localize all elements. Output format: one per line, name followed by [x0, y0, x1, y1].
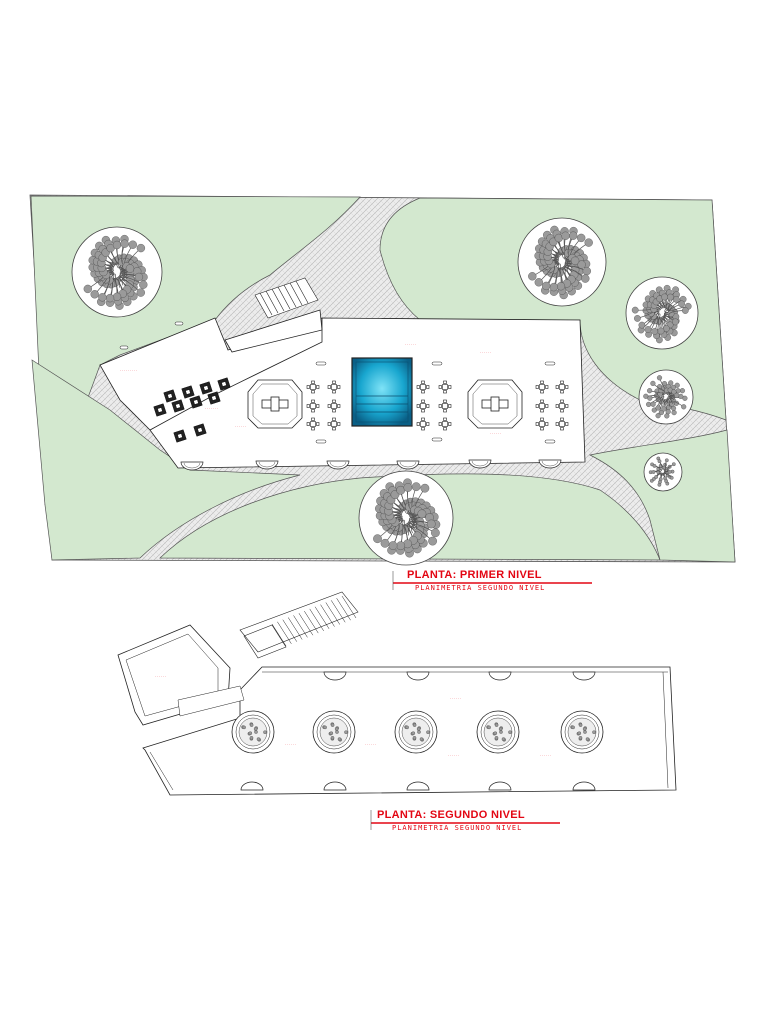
building-second-level: [117, 624, 677, 796]
title-first-level: PLANTA: PRIMER NIVEL PLANIMETRIA SEGUNDO…: [407, 569, 545, 592]
tree: [625, 276, 699, 350]
tree: [517, 217, 607, 307]
octagon-island-left: [247, 379, 303, 429]
table-set: [310, 403, 316, 409]
facade-planter-top: [323, 671, 347, 681]
lawn-south-west: [31, 359, 301, 561]
table-group-left: [306, 380, 341, 431]
facade-planter: [538, 459, 562, 469]
table-set: [442, 384, 448, 390]
tree: [638, 369, 694, 425]
title-underline-first: [392, 571, 592, 590]
exterior-stair-second-level: [239, 591, 359, 659]
table-group-right: [535, 380, 569, 431]
facade-planter-top: [572, 671, 596, 681]
lounge-seating-west-wing: [153, 377, 231, 443]
table-set: [420, 421, 426, 427]
title-underline-second: [370, 810, 560, 830]
table-set: [331, 403, 337, 409]
tree: [71, 226, 163, 318]
svg-text:· · · · · ·: · · · · · ·: [365, 743, 376, 747]
pool: [351, 357, 413, 427]
table-set: [559, 403, 565, 409]
svg-text:· · · · · ·: · · · · · ·: [155, 675, 166, 679]
facade-planter-top: [488, 671, 512, 681]
svg-text:· · · · · ·: · · · · · ·: [480, 351, 491, 355]
facade-planter-bottom: [406, 781, 430, 791]
exterior-stair-first-level: [254, 277, 319, 319]
table-set: [442, 403, 448, 409]
svg-text:· · · · · ·: · · · · · ·: [448, 754, 459, 758]
landscape-trees: [71, 217, 699, 566]
facade-planter-bottom: [488, 781, 512, 791]
round-planter: [476, 710, 520, 754]
facade-planter-top: [406, 671, 430, 681]
benches-first-level: [119, 321, 556, 444]
round-planter: [231, 710, 275, 754]
svg-text:· · · · · · ·: · · · · · · ·: [205, 407, 218, 411]
lawn-east: [588, 429, 736, 563]
tree: [643, 452, 683, 492]
room-annotations-second-level: · · · · · · · · · · · · · · · · · · · · …: [155, 675, 551, 758]
title-second-level: PLANTA: SEGUNDO NIVEL PLANIMETRIA SEGUND…: [377, 809, 525, 832]
svg-text:· · · · · · · · ·: · · · · · · · · ·: [120, 369, 137, 373]
svg-text:· · · · · ·: · · · · · ·: [450, 697, 461, 701]
svg-text:· · · · · ·: · · · · · ·: [285, 743, 296, 747]
title-second-level-sub: PLANIMETRIA SEGUNDO NIVEL: [392, 824, 523, 832]
table-group-center: [416, 380, 452, 431]
round-planter: [394, 710, 438, 754]
facade-planter-bottom: [572, 781, 596, 791]
table-set: [539, 384, 545, 390]
svg-text:· · · · · ·: · · · · · ·: [235, 425, 246, 429]
facade-planter: [180, 461, 204, 471]
table-set: [310, 421, 316, 427]
facade-planter-bottom: [323, 781, 347, 791]
octagon-island-right: [467, 379, 523, 429]
svg-text:· · · · · ·: · · · · · ·: [490, 432, 501, 436]
title-first-level-main: PLANTA: PRIMER NIVEL: [407, 569, 542, 581]
table-set: [559, 421, 565, 427]
round-planter: [560, 710, 604, 754]
table-set: [420, 384, 426, 390]
facade-planter: [326, 460, 350, 470]
svg-text:· · · · · ·: · · · · · ·: [405, 343, 416, 347]
facade-planter: [255, 460, 279, 470]
title-second-level-main: PLANTA: SEGUNDO NIVEL: [377, 809, 525, 821]
facade-planter: [468, 459, 492, 469]
facade-planter: [396, 460, 420, 470]
table-set: [310, 384, 316, 390]
table-set: [539, 421, 545, 427]
table-set: [559, 384, 565, 390]
facade-planters-second-level: [240, 671, 596, 791]
table-set: [539, 403, 545, 409]
svg-text:· · · · · ·: · · · · · ·: [540, 754, 551, 758]
facade-planter-bottom: [240, 781, 264, 791]
table-set: [331, 421, 337, 427]
round-planters-second-level: [231, 710, 604, 754]
facade-planters-first-level: [180, 459, 562, 471]
table-set: [442, 421, 448, 427]
round-planter: [312, 710, 356, 754]
tree: [358, 470, 454, 566]
table-set: [331, 384, 337, 390]
table-set: [420, 403, 426, 409]
room-annotations-first-level: · · · · · · · · · · · · · · · · · · · · …: [120, 343, 501, 436]
title-first-level-sub: PLANIMETRIA SEGUNDO NIVEL: [415, 584, 546, 592]
